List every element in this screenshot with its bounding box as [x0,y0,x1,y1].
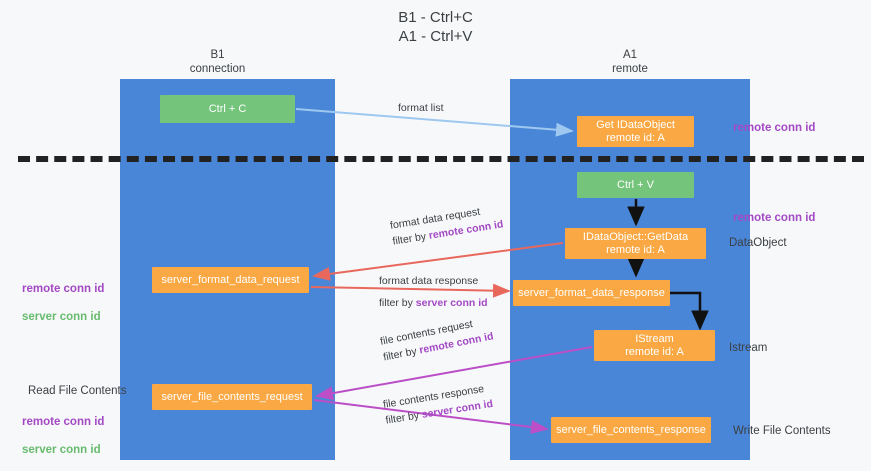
node-istream[interactable]: IStream remote id: A [594,330,715,361]
node-istream-label: IStream remote id: A [625,332,684,358]
edge-label-fdres-line2: filter by server conn id [379,296,488,310]
node-ctrl-v[interactable]: Ctrl + V [577,172,694,198]
node-server-file-contents-response[interactable]: server_file_contents_response [551,417,711,443]
legend-conn-ids-bottom: remote conn id server conn id [22,401,104,471]
label-remote-conn-id-top: remote conn id [733,122,816,134]
label-remote-conn-id-mid: remote conn id [733,212,816,224]
node-server-file-contents-request[interactable]: server_file_contents_request [152,384,312,410]
node-idataobject-getdata-label: IDataObject::GetData remote id: A [582,230,689,256]
legend-server-conn-id-bottom: server conn id [22,444,101,456]
lane-header-b1: B1 connection [189,49,246,75]
node-server-format-data-request[interactable]: server_format_data_request [152,267,309,293]
edge-label-fdres-prefix: filter by [379,297,416,309]
phase-divider [18,156,864,162]
node-idataobject-getdata[interactable]: IDataObject::GetData remote id: A [565,228,706,259]
edge-label-file-contents-request: file contents request filter by remote c… [379,314,495,365]
node-server-format-data-response[interactable]: server_format_data_response [513,280,670,306]
node-get-idataobject[interactable]: Get IDataObject remote id: A [577,116,694,147]
node-ctrl-c[interactable]: Ctrl + C [160,95,295,123]
node-get-idataobject-label: Get IDataObject remote id: A [596,118,675,144]
edge-label-format-data-request: format data request filter by remote con… [389,201,504,248]
edge-label-format-list: format list [398,102,444,114]
legend-remote-conn-id-top: remote conn id [22,283,105,295]
legend-remote-conn-id-bottom: remote conn id [22,416,105,428]
edge-label-format-data-response: format data response filter by server co… [379,274,488,310]
edge-label-fcres-prefix: filter by [384,409,423,427]
edge-label-file-contents-response: file contents response filter by server … [382,381,494,428]
legend-server-conn-id-top: server conn id [22,311,101,323]
lane-header-a1: A1 remote [612,49,648,75]
legend-conn-ids-top: remote conn id server conn id [22,268,104,338]
edge-label-fdres-line1: format data response [379,275,479,287]
label-read-file-contents: Read File Contents [28,385,127,397]
label-dataobject: DataObject [729,237,787,249]
page-title: B1 - Ctrl+C A1 - Ctrl+V [398,9,473,45]
label-istream: Istream [729,342,768,354]
label-write-file-contents: Write File Contents [733,425,831,437]
edge-label-fdres-key: server conn id [415,297,488,309]
edge-label-fdreq-prefix: filter by [391,230,430,248]
